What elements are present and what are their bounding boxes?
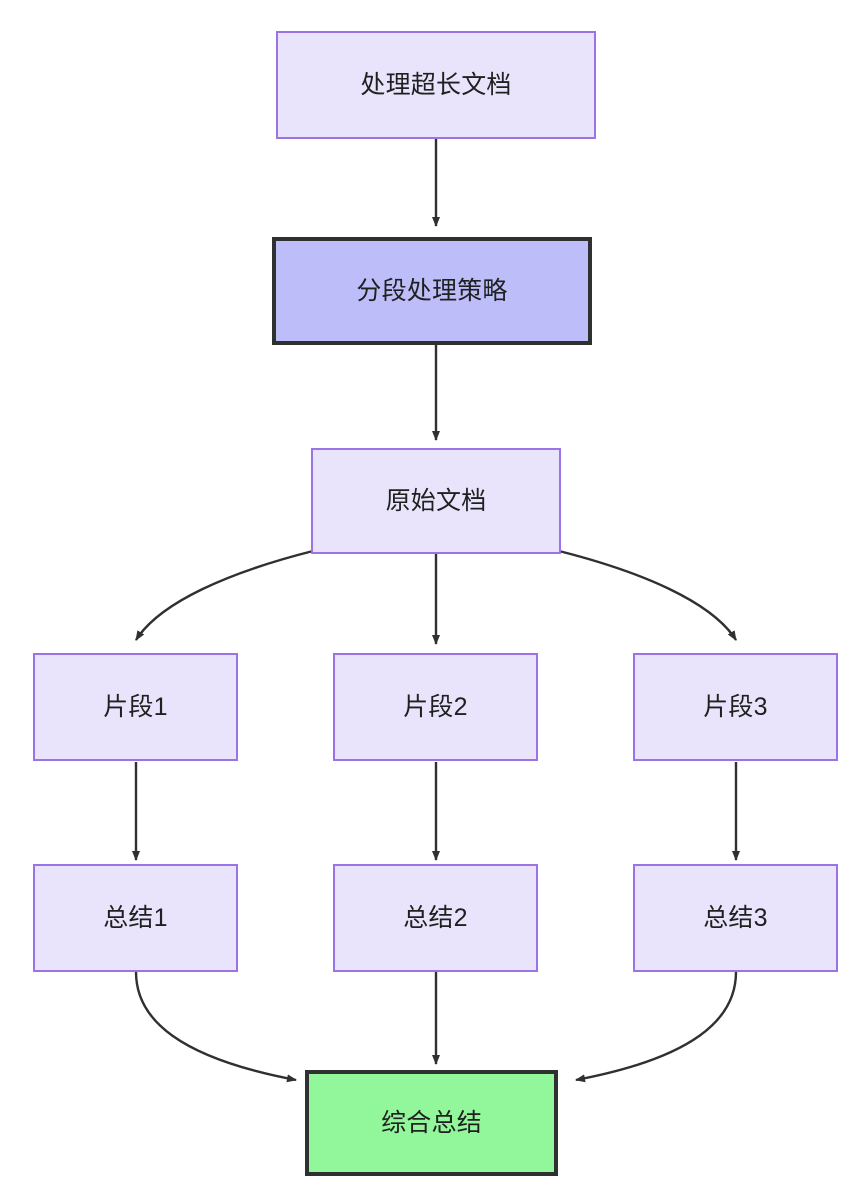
- node-label: 片段3: [703, 693, 768, 721]
- node-summary-3[interactable]: 总结3: [633, 864, 838, 972]
- node-label: 分段处理策略: [356, 277, 508, 305]
- edge-source-to-chunk3: [558, 549, 738, 641]
- node-label: 综合总结: [381, 1109, 482, 1137]
- edge-summary3-to-final: [575, 971, 738, 1083]
- node-chunk-1[interactable]: 片段1: [33, 653, 238, 761]
- edge-source-to-chunk1: [134, 549, 314, 641]
- edge-summary1-to-final: [134, 971, 297, 1083]
- node-label: 总结3: [703, 904, 768, 932]
- node-label: 总结1: [103, 904, 168, 932]
- node-label: 原始文档: [385, 487, 487, 515]
- node-final-summary[interactable]: 综合总结: [305, 1070, 558, 1176]
- node-summary-1[interactable]: 总结1: [33, 864, 238, 972]
- node-chunk-3[interactable]: 片段3: [633, 653, 838, 761]
- node-source-document[interactable]: 原始文档: [311, 448, 561, 554]
- node-label: 处理超长文档: [360, 71, 512, 99]
- node-label: 片段1: [103, 693, 168, 721]
- node-label: 片段2: [403, 693, 468, 721]
- node-chunking-strategy[interactable]: 分段处理策略: [272, 237, 592, 345]
- node-label: 总结2: [403, 904, 468, 932]
- node-chunk-2[interactable]: 片段2: [333, 653, 538, 761]
- node-process-long-document[interactable]: 处理超长文档: [276, 31, 596, 139]
- node-summary-2[interactable]: 总结2: [333, 864, 538, 972]
